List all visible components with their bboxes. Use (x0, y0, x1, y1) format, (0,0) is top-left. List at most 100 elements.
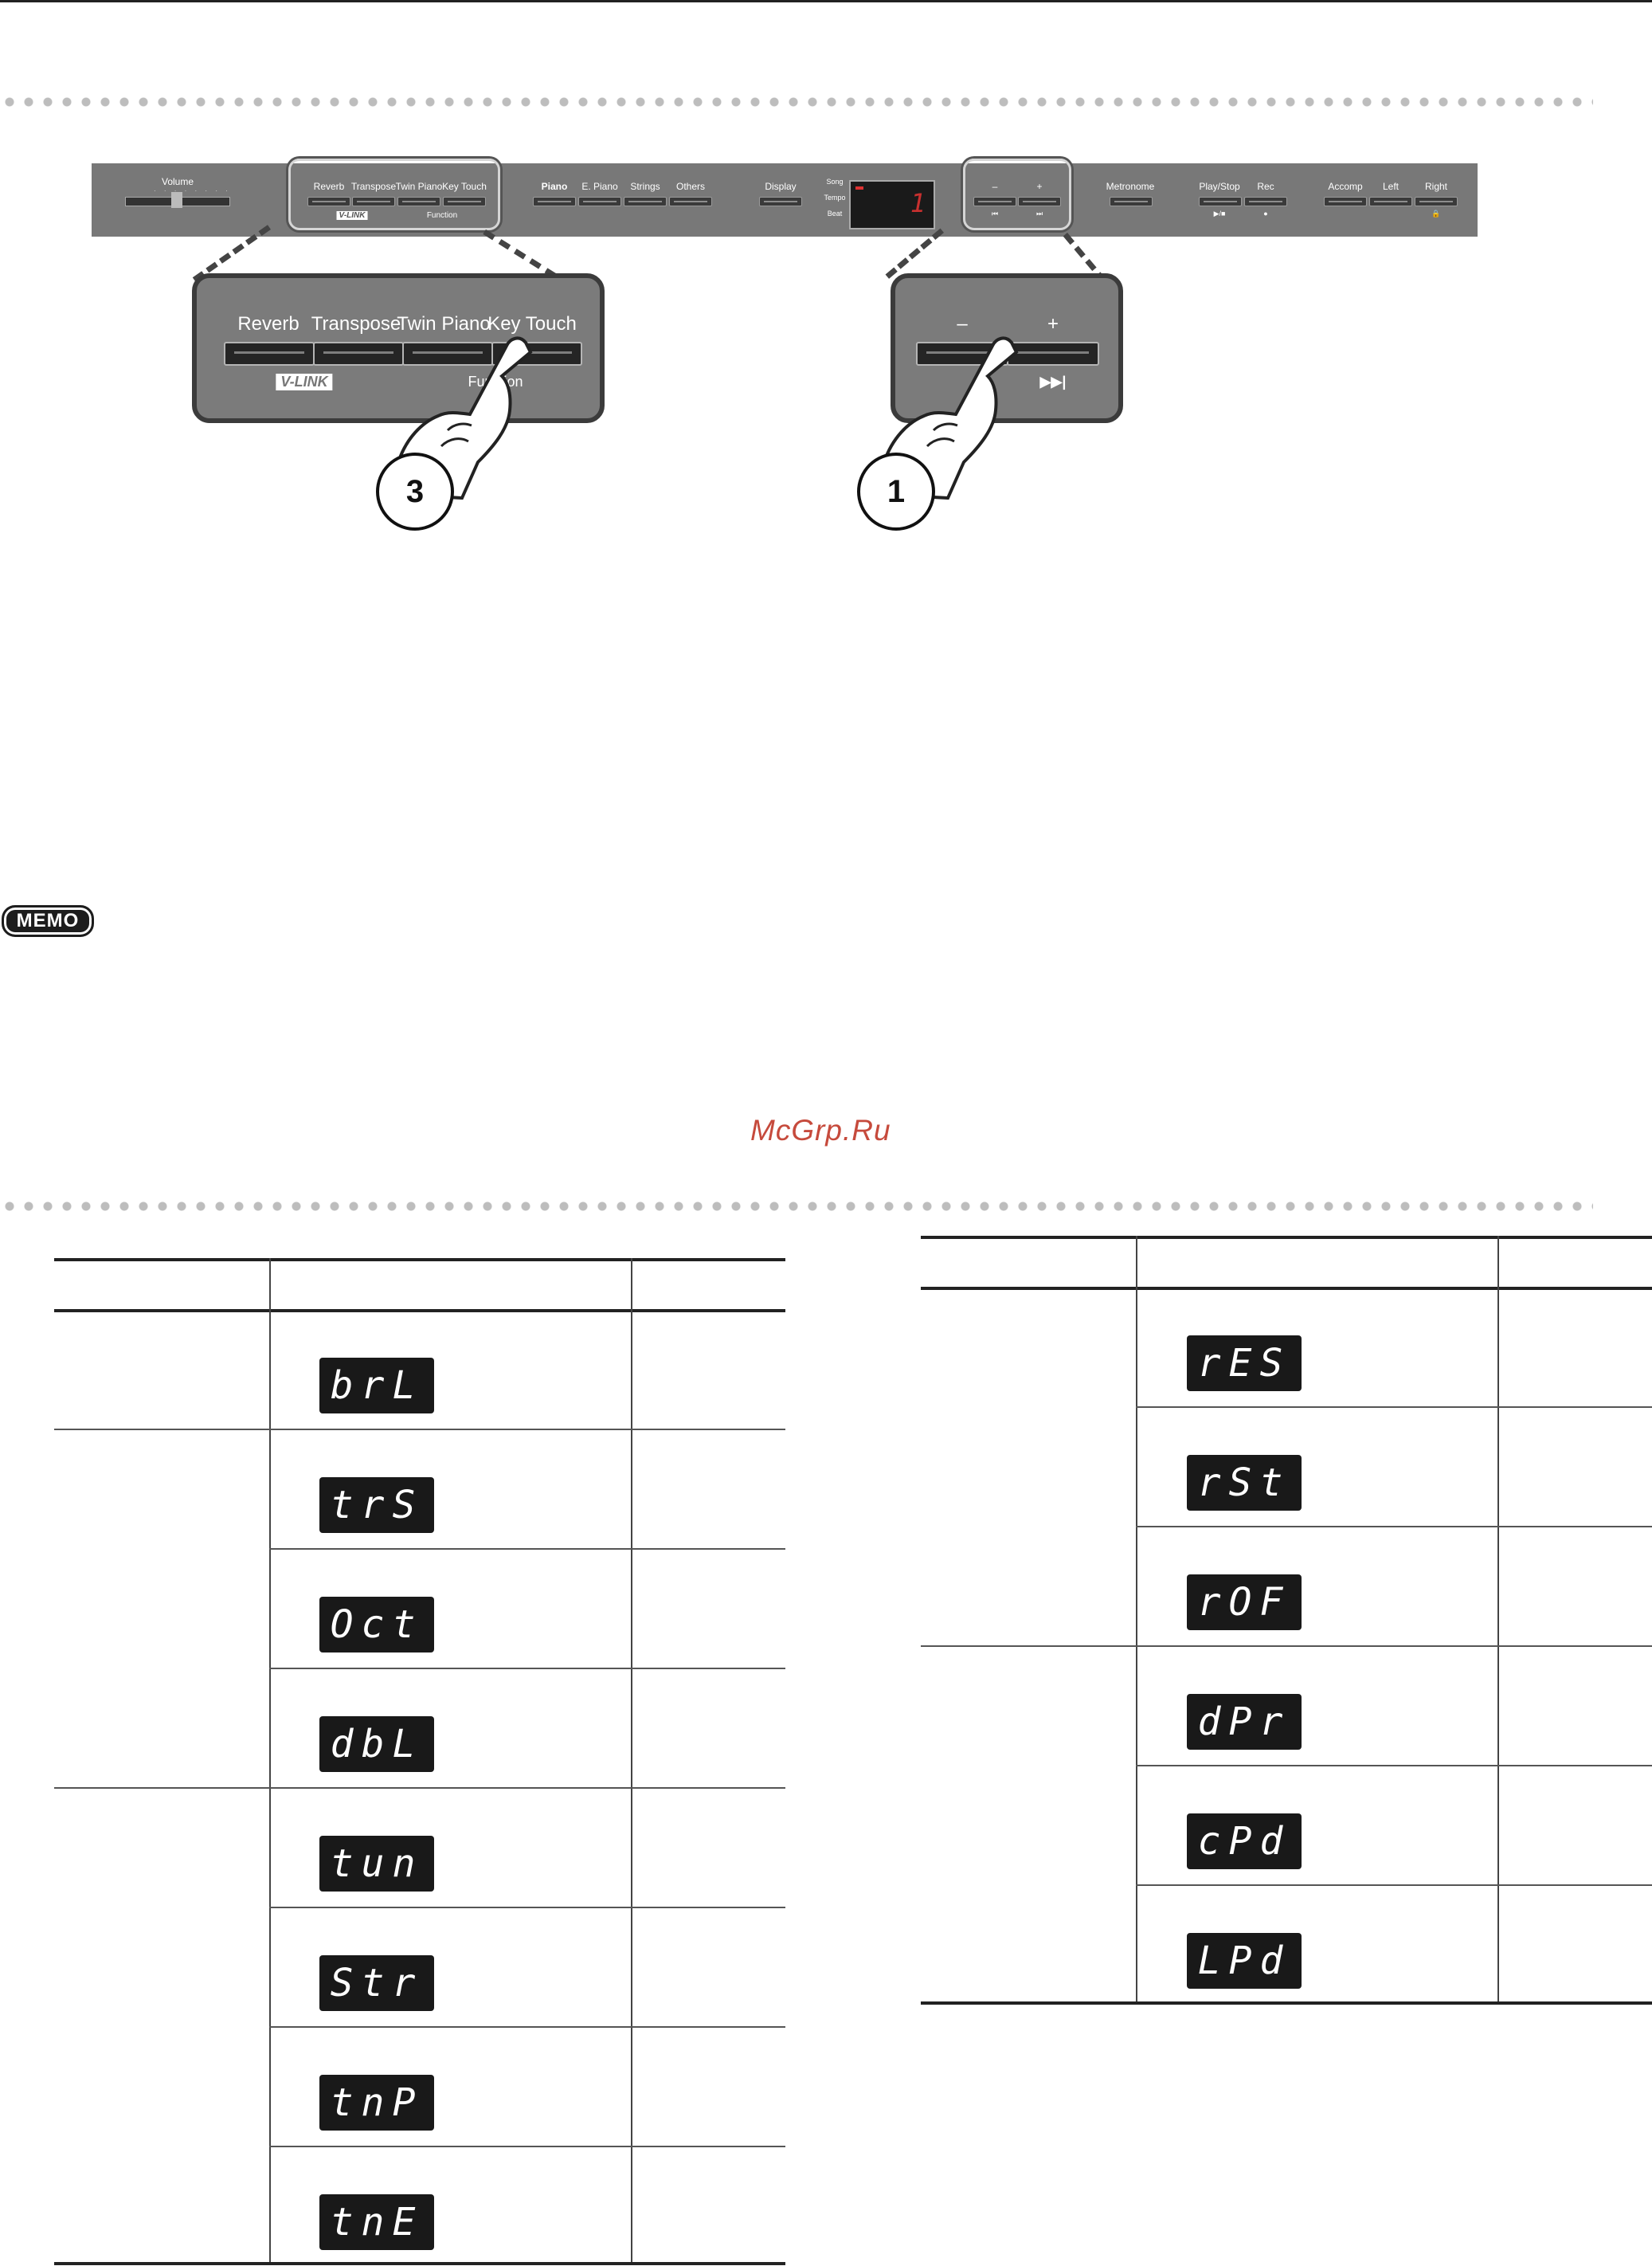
display-button[interactable] (759, 197, 802, 206)
lcd-code: rSt (1187, 1455, 1302, 1511)
lcd-code: trS (319, 1477, 434, 1533)
others-label: Others (675, 181, 706, 192)
zoom-reverb-group: Reverb Transpose Twin Piano Key Touch V-… (192, 273, 605, 423)
highlight-reverb-group (288, 159, 500, 230)
table-left-row-rule (269, 1668, 785, 1669)
rec-icon: ● (1263, 210, 1268, 218)
table-right-bottom-rule (921, 2001, 1652, 2005)
twin-piano-label: Twin Piano (395, 181, 443, 192)
next-icon: ⏭ (1035, 210, 1043, 218)
lcd-code: dPr (1187, 1694, 1302, 1750)
table-left-row-rule (269, 2146, 785, 2147)
accomp-button[interactable] (1324, 197, 1367, 206)
strings-button[interactable] (624, 197, 667, 206)
table-right-row-rule (1136, 1526, 1652, 1527)
strings-label: Strings (630, 181, 660, 192)
accomp-label: Accomp (1328, 181, 1363, 192)
right-button[interactable] (1415, 197, 1458, 206)
display-value: 1 (910, 188, 926, 218)
play-stop-button[interactable] (1199, 197, 1242, 206)
lcd-code: Str (319, 1955, 434, 2011)
metronome-button[interactable] (1110, 197, 1153, 206)
rec-label: Rec (1257, 181, 1274, 192)
table-left-row-rule (269, 1548, 785, 1550)
lcd-code: LPd (1187, 1933, 1302, 1989)
volume-knob[interactable] (171, 192, 182, 208)
lcd-code: tun (319, 1836, 434, 1892)
function-label: Function (426, 211, 458, 220)
dotted-divider (0, 97, 1593, 107)
key-touch-button[interactable] (443, 197, 486, 206)
lcd-code: cPd (1187, 1813, 1302, 1869)
highlight-minus-plus (963, 159, 1071, 230)
lock-icon: 🔒 (1431, 210, 1441, 218)
table-left-group-rule (54, 1787, 785, 1789)
table-right-col-divider-2 (1497, 1236, 1499, 2005)
table-right-row-rule (1136, 1406, 1652, 1408)
zoom-minus-label: – (957, 313, 968, 335)
lcd-code: tnP (319, 2075, 434, 2131)
rec-button[interactable] (1244, 197, 1287, 206)
step-3-badge: 3 (376, 453, 454, 531)
right-label: Right (1424, 181, 1448, 192)
zoom-transpose-button[interactable] (313, 342, 404, 366)
table-right-col-divider-1 (1136, 1236, 1137, 2005)
table-right-row-rule (1136, 1765, 1652, 1766)
lcd-code: dbL (319, 1716, 434, 1772)
beat-label: Beat (827, 210, 843, 218)
transpose-button[interactable] (352, 197, 395, 206)
zoom-reverb-label: Reverb (237, 313, 299, 335)
minus-label: – (992, 181, 998, 192)
table-left-col-divider-2 (631, 1258, 632, 2265)
lcd-code: Oct (319, 1597, 434, 1652)
left-button[interactable] (1369, 197, 1412, 206)
plus-label: + (1036, 181, 1043, 192)
table-left-row-rule (269, 1907, 785, 1908)
table-left-row-rule (269, 2026, 785, 2028)
minus-button[interactable] (973, 197, 1016, 206)
lcd-code: brL (319, 1358, 434, 1413)
metronome-label: Metronome (1106, 181, 1155, 192)
memo-badge: MEMO (2, 905, 94, 937)
table-left-group-rule (54, 1429, 785, 1430)
zoom-reverb-button[interactable] (224, 342, 315, 366)
twin-piano-button[interactable] (397, 197, 440, 206)
table-right-group-rule (921, 1645, 1652, 1647)
led-display: 1 (849, 180, 935, 229)
top-rule (0, 0, 1652, 2)
table-right-header-rule (921, 1287, 1652, 1290)
zoom-plus-label: + (1047, 313, 1059, 335)
piano-label: Piano (541, 181, 568, 192)
tempo-label: Tempo (824, 194, 846, 202)
plus-button[interactable] (1018, 197, 1061, 206)
table-right-row-rule (1136, 1884, 1652, 1886)
control-panel: Volume · · · · · · · · Reverb Transpose … (92, 159, 1478, 237)
piano-button[interactable] (533, 197, 576, 206)
vlink-label: V-LINK (336, 211, 368, 220)
volume-scale: · · · · · · · · (154, 187, 231, 194)
play-stop-icon: ▶/■ (1213, 210, 1226, 218)
lcd-code: tnE (319, 2194, 434, 2250)
zoom-minus-plus: – + ▶▶| (891, 273, 1123, 423)
table-left-col-divider-1 (269, 1258, 271, 2265)
prev-icon: ⏮ (991, 210, 999, 218)
display-indicator (855, 186, 863, 190)
reverb-label: Reverb (313, 181, 345, 192)
dotted-divider-2 (0, 1202, 1593, 1211)
lcd-code: rOF (1187, 1574, 1302, 1630)
e-piano-button[interactable] (578, 197, 621, 206)
zoom-plus-button[interactable] (1007, 342, 1099, 366)
others-button[interactable] (669, 197, 712, 206)
left-label: Left (1382, 181, 1400, 192)
song-label: Song (826, 178, 844, 186)
zoom-key-touch-label: Key Touch (487, 313, 577, 335)
play-stop-label: Play/Stop (1199, 181, 1240, 192)
zoom-twin-piano-label: Twin Piano (397, 313, 491, 335)
table-right-top-rule (921, 1236, 1652, 1239)
table-left-bottom-rule (54, 2262, 785, 2265)
reverb-button[interactable] (307, 197, 350, 206)
key-touch-label: Key Touch (442, 181, 487, 192)
display-label: Display (765, 181, 797, 192)
table-left-header-rule (54, 1309, 785, 1312)
transpose-label: Transpose (350, 181, 397, 192)
